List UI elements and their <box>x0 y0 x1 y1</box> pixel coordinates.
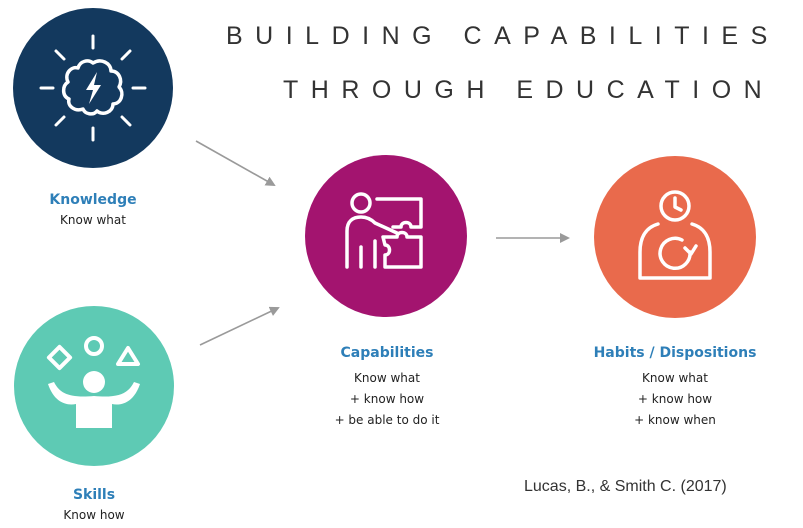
habits-circle <box>594 156 756 318</box>
brain-lightning-icon <box>39 34 147 142</box>
knowledge-label: Knowledge Know what <box>13 190 173 231</box>
capabilities-line: + know how <box>349 392 425 406</box>
capabilities-line: Know what <box>354 371 420 385</box>
skills-circle <box>14 306 174 466</box>
habits-line: + know how <box>637 392 713 406</box>
presenter-puzzle-icon <box>345 192 423 269</box>
knowledge-line: Know what <box>60 213 126 227</box>
skills-line: Know how <box>63 508 125 522</box>
knowledge-heading: Knowledge <box>49 192 137 208</box>
capabilities-line: + be able to do it <box>334 413 440 427</box>
title-line-1: BUILDING CAPABILITIES <box>226 22 780 50</box>
capabilities-circle <box>305 155 467 317</box>
skills-heading: Skills <box>72 487 116 503</box>
skills-label: Skills Know how <box>14 485 174 526</box>
habits-line: Know what <box>642 371 708 385</box>
habits-label: Habits / Dispositions Know what + know h… <box>563 342 787 431</box>
arrow-knowledge-to-capabilities <box>195 140 276 186</box>
citation: Lucas, B., & Smith C. (2017) <box>524 478 727 495</box>
arrow-skills-to-capabilities <box>199 306 280 346</box>
juggling-person-icon <box>46 336 140 428</box>
habits-heading: Habits / Dispositions <box>593 345 757 361</box>
capabilities-heading: Capabilities <box>340 345 434 361</box>
capabilities-label: Capabilities Know what + know how + be a… <box>306 342 468 431</box>
person-clock-cycle-icon <box>638 190 712 280</box>
habits-line: + know when <box>634 413 716 427</box>
title-line-2: THROUGH EDUCATION <box>283 76 775 104</box>
knowledge-circle <box>13 8 173 168</box>
